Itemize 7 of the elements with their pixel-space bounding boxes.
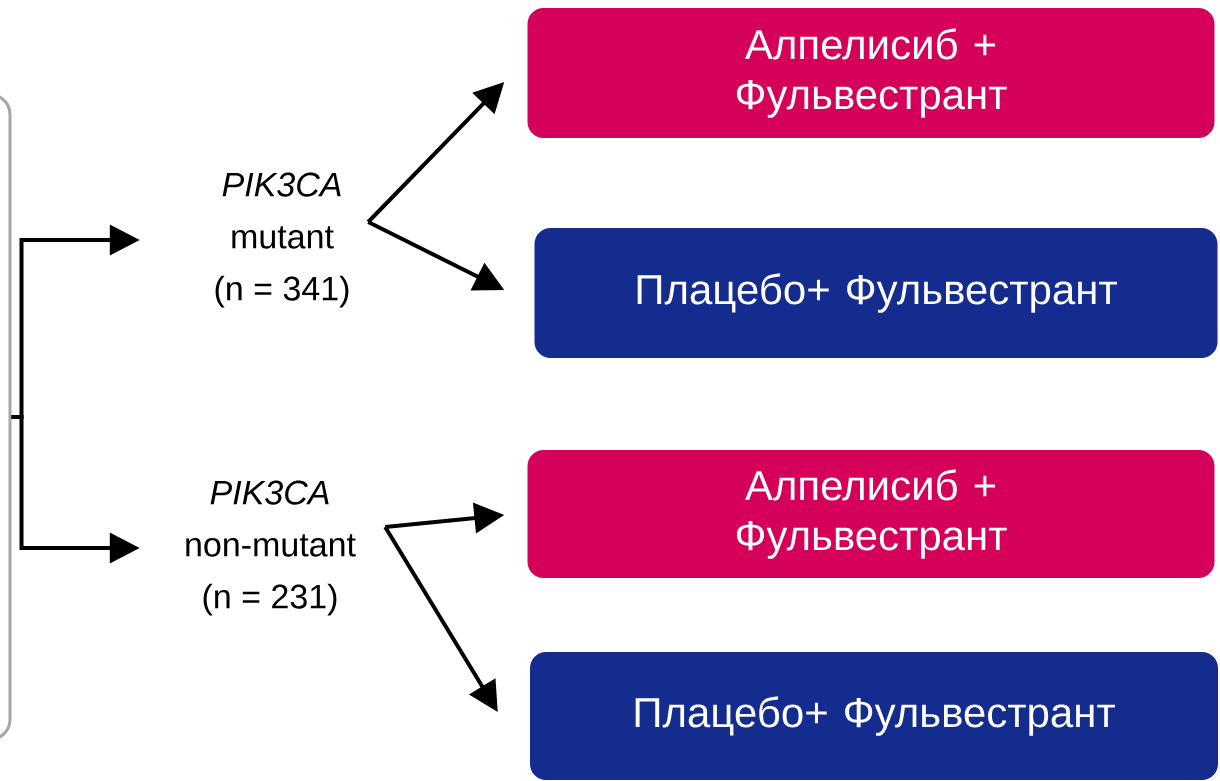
- group-label: PIK3CA non-mutant (n = 231): [186, 480, 356, 616]
- treatment-box: Плацебо+ Фульвестрант: [534, 228, 1218, 358]
- treatment-box: Алпелисиб + Фульвестрант: [527, 8, 1215, 138]
- panel-box: [0, 93, 12, 741]
- group-label: PIK3CA mutant (n = 341): [215, 172, 349, 308]
- treatment-box: Алпелисиб + Фульвестрант: [527, 450, 1215, 578]
- treatment-box: Плацебо+ Фульвестрант: [530, 652, 1218, 780]
